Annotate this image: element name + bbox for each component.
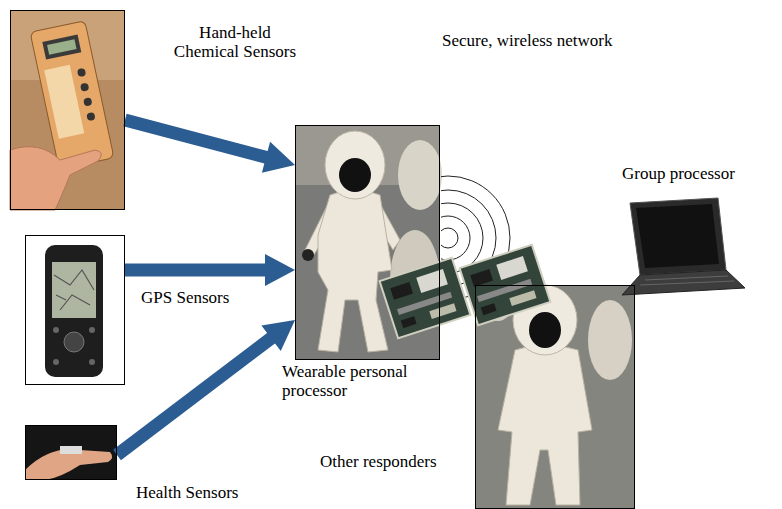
- laptop-node: Group processor: [618, 195, 748, 297]
- illustration-part: [390, 282, 413, 300]
- gps-button: [64, 332, 84, 352]
- illustration-part: [44, 65, 84, 139]
- suit-hood: [325, 131, 385, 199]
- sensor-device: [30, 21, 114, 170]
- protective-suit: [498, 345, 592, 505]
- illustration-part: [441, 216, 470, 260]
- illustration-part: [496, 256, 528, 280]
- network-label: Secure, wireless network: [440, 31, 614, 50]
- illustration-part: [30, 21, 114, 170]
- gps-photo: [25, 235, 125, 385]
- illustration-part: [441, 228, 458, 248]
- circuit-board: [380, 258, 471, 339]
- arrow-shaft: [125, 263, 267, 276]
- node-label: Hand-held Chemical Sensors: [164, 23, 306, 61]
- responder-photo-frame: Other responders: [475, 285, 635, 509]
- visor: [529, 312, 561, 348]
- node-label: Other responders: [318, 452, 439, 471]
- sensor-photo-frame: Hand-held Chemical Sensors: [10, 10, 125, 210]
- chemical-sensor-photo: [10, 10, 125, 210]
- photo-ground: [25, 235, 125, 385]
- sensor-photo-frame: Health Sensors: [25, 425, 117, 480]
- block-arrow: [125, 254, 295, 286]
- laptop-lid: [630, 198, 726, 275]
- visor: [339, 158, 371, 192]
- sensor-photo-frame: GPS Sensors: [25, 235, 125, 385]
- photo-ground: [25, 425, 117, 480]
- illustration-part: [509, 290, 536, 306]
- illustration-part: [416, 269, 448, 293]
- block-arrow: [117, 320, 295, 455]
- arrow-shaft: [117, 337, 273, 455]
- node-label: Wearable personal processor: [280, 362, 444, 400]
- arrow-shaft: [125, 120, 268, 158]
- illustration-part: [77, 68, 86, 77]
- illustration-part: [47, 39, 76, 55]
- keyboard-lines: [640, 276, 734, 285]
- map-lines: [54, 270, 94, 310]
- gps-button: [89, 327, 95, 333]
- illustration-part: [80, 82, 89, 91]
- illustration-part: [86, 112, 95, 121]
- health-device: [60, 446, 82, 454]
- illustration-part: [380, 258, 471, 339]
- node-label: Group processor: [620, 164, 737, 183]
- background-figure: [588, 300, 632, 380]
- laptop-base: [622, 270, 745, 295]
- arrow-head: [265, 254, 295, 286]
- node-label: GPS Sensors: [139, 288, 231, 307]
- arrow-head: [261, 320, 295, 351]
- illustration-part: [401, 316, 417, 328]
- health-sensor-photo: [25, 425, 117, 480]
- arrow-head: [262, 142, 295, 173]
- illustration-part: [83, 97, 92, 106]
- laptop: [622, 198, 745, 295]
- gps-screen: [52, 262, 96, 318]
- glove: [302, 249, 314, 261]
- illustration-part: [429, 303, 456, 319]
- illustration-part: [481, 303, 497, 315]
- photo-ground: [10, 10, 125, 210]
- illustration-part: [42, 35, 81, 60]
- gps-button: [53, 359, 59, 365]
- gps-device: [45, 245, 103, 377]
- hand: [10, 147, 101, 210]
- block-arrow: [125, 120, 295, 173]
- gps-button: [53, 327, 59, 333]
- protective-suit: [318, 190, 392, 352]
- node-label: Health Sensors: [134, 483, 240, 502]
- responder-photo-frame: Wearable personal processor: [295, 125, 440, 360]
- laptop-screen: [636, 204, 719, 268]
- gps-button: [89, 359, 95, 365]
- background-figure: [398, 140, 442, 210]
